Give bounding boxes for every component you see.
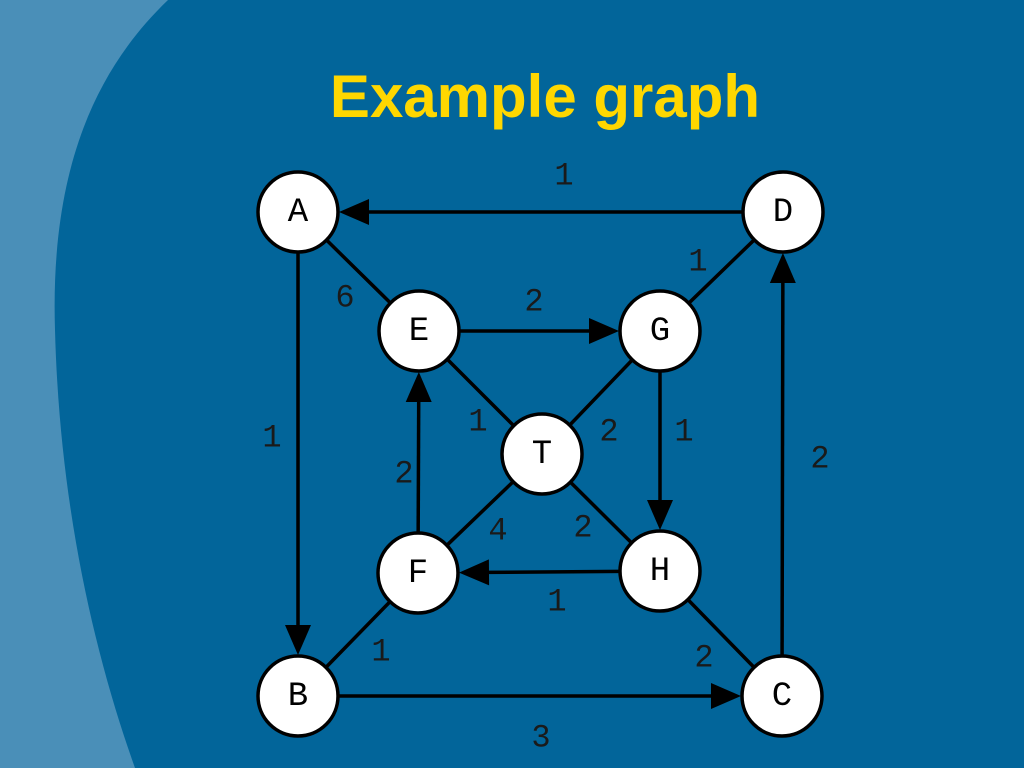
edge-line [324,600,392,669]
arrowhead [339,199,369,225]
node-label: B [288,678,308,716]
edge-g-h [647,371,673,530]
edge-g-t [568,358,634,427]
node-t: T [500,412,584,496]
edge-line [446,358,515,427]
node-circle [376,531,460,615]
edge-f-e [405,371,432,534]
edge-weight-f-e: 2 [394,456,413,493]
node-label: A [288,194,309,232]
arrowhead [711,683,741,709]
arrowhead [769,252,796,284]
node-circle [500,412,584,496]
node-label: D [773,194,793,232]
edge-a-b [285,252,311,655]
node-label: C [772,678,792,716]
node-label: T [532,436,552,474]
swoosh-shape [0,0,168,768]
edge-weight-b-c: 3 [531,720,550,757]
edge-weight-e-t: 1 [468,404,487,441]
arrowhead [285,625,311,655]
edge-line [325,238,392,305]
node-label: F [408,555,428,593]
edge-line [569,480,633,545]
slide-title: Example graph [329,63,761,130]
edge-line [780,280,785,657]
edge-weight-d-a: 1 [554,158,573,195]
node-circle [618,289,702,373]
edge-weight-b-f: 1 [371,634,390,671]
edge-weight-f-t: 4 [488,513,507,550]
node-e: E [377,289,461,373]
edge-weight-h-f: 1 [547,584,566,621]
edge-weight-a-b: 1 [262,420,281,457]
edge-f-t [445,480,515,547]
node-d: D [741,170,825,254]
edge-weight-e-g: 2 [524,284,543,321]
node-h: H [618,529,702,613]
edge-weight-d-g: 1 [688,244,707,281]
edge-h-t [569,480,633,545]
node-circle [256,654,340,738]
node-circle [618,529,702,613]
edge-a-e [325,238,392,305]
node-a: A [256,170,340,254]
edge-d-a [339,199,743,225]
node-label: E [409,313,429,351]
node-circle [741,170,825,254]
edge-e-g [459,318,619,344]
node-circle [256,170,340,254]
arrowhead [458,559,490,586]
edge-d-g [687,238,756,305]
edge-weight-a-e: 6 [335,280,354,317]
edge-line [687,238,756,305]
node-b: B [256,654,340,738]
edge-weight-c-d: 2 [810,441,829,478]
edges-layer [285,199,796,709]
node-g: G [618,289,702,373]
node-circle [377,289,461,373]
node-label: G [650,313,670,351]
edge-b-c [338,683,741,709]
node-circle [740,654,824,738]
node-f: F [376,531,460,615]
edge-b-f [324,600,392,669]
node-label: H [650,553,670,591]
nodes-layer: A B C D E F G H T [256,170,825,738]
edge-line [416,399,421,534]
arrowhead [405,371,432,403]
edge-h-f [458,559,621,586]
node-c: C [740,654,824,738]
edge-line [568,358,634,427]
arrowhead [647,500,673,530]
edge-weight-g-h: 1 [674,414,693,451]
edge-line [686,598,756,669]
edge-weight-g-t: 2 [599,414,618,451]
arrowhead [589,318,619,344]
edge-line [445,480,515,547]
edge-c-d [769,252,796,657]
edge-weight-c-h: 2 [694,640,713,677]
edge-line [486,569,621,575]
edge-e-t [446,358,515,427]
edge-c-h [686,598,756,669]
edge-weight-h-t: 2 [573,510,592,547]
